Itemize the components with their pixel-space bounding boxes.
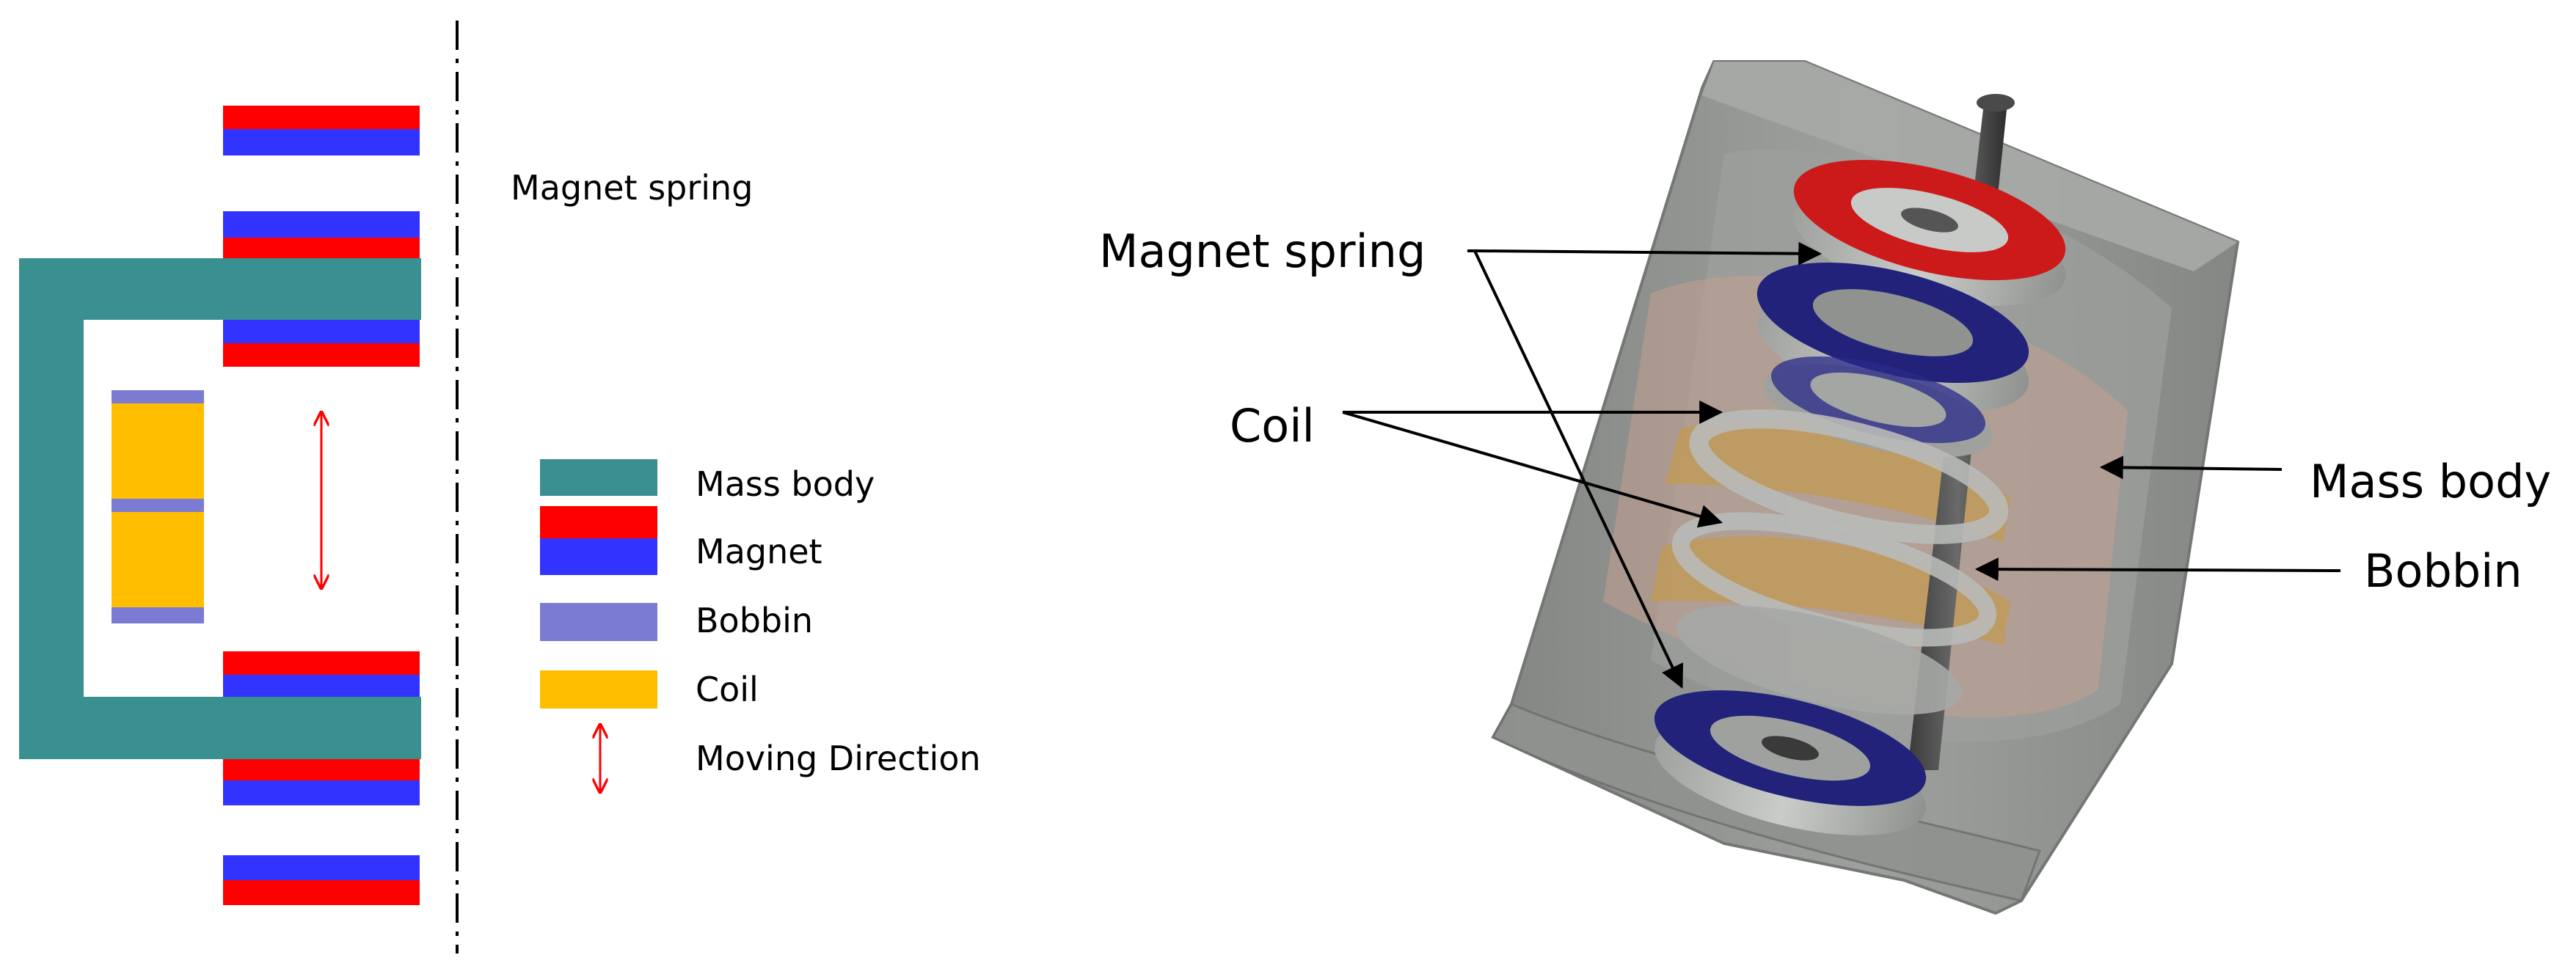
- legend-label-coil: Coil: [696, 670, 759, 709]
- legend-swatch-coil: [540, 670, 657, 709]
- legend-swatch-bobbin: [540, 603, 657, 641]
- legend-label-magnet: Magnet: [696, 532, 822, 571]
- ring-bottom-blue: [1654, 690, 1927, 835]
- callout-label-bobbin: Bobbin: [2364, 544, 2522, 598]
- bobbin-coil-stack: [112, 390, 204, 623]
- legend-label-mass-body: Mass body: [696, 464, 875, 504]
- shaft-top-cap: [1977, 94, 2015, 111]
- callout-label-mass-body: Mass body: [2310, 455, 2551, 508]
- bobbin-flange-1: [1689, 409, 2009, 544]
- schematic-diagram: Magnet spring Mass body Magnet Bobbin Co…: [19, 21, 981, 954]
- legend-label-bobbin: Bobbin: [696, 601, 813, 640]
- bobbin-flange-3: [1676, 605, 1963, 715]
- legend: Mass body Magnet Bobbin Coil Moving Dire…: [540, 459, 981, 792]
- ring-blue-2: [1764, 356, 1993, 458]
- legend-swatch-mass-body: [540, 459, 657, 496]
- callout-lines: [1342, 241, 2341, 689]
- mass-body-shape: [19, 258, 421, 759]
- render-3d: Magnet spring Coil Mass body Bobbin: [1099, 60, 2551, 915]
- callout-label-magnet-spring: Magnet spring: [1099, 224, 1426, 278]
- legend-label-moving-direction: Moving Direction: [696, 739, 981, 778]
- housing-top-face: [1702, 62, 2238, 271]
- legend-swatch-magnet: [540, 506, 657, 575]
- magnet-spring-label: Magnet spring: [511, 168, 753, 208]
- magnet-stack-top: [223, 106, 420, 367]
- coil-band-upper: [1665, 419, 2010, 543]
- magnet-stack-bottom: [223, 651, 420, 905]
- callout-label-coil: Coil: [1230, 399, 1315, 453]
